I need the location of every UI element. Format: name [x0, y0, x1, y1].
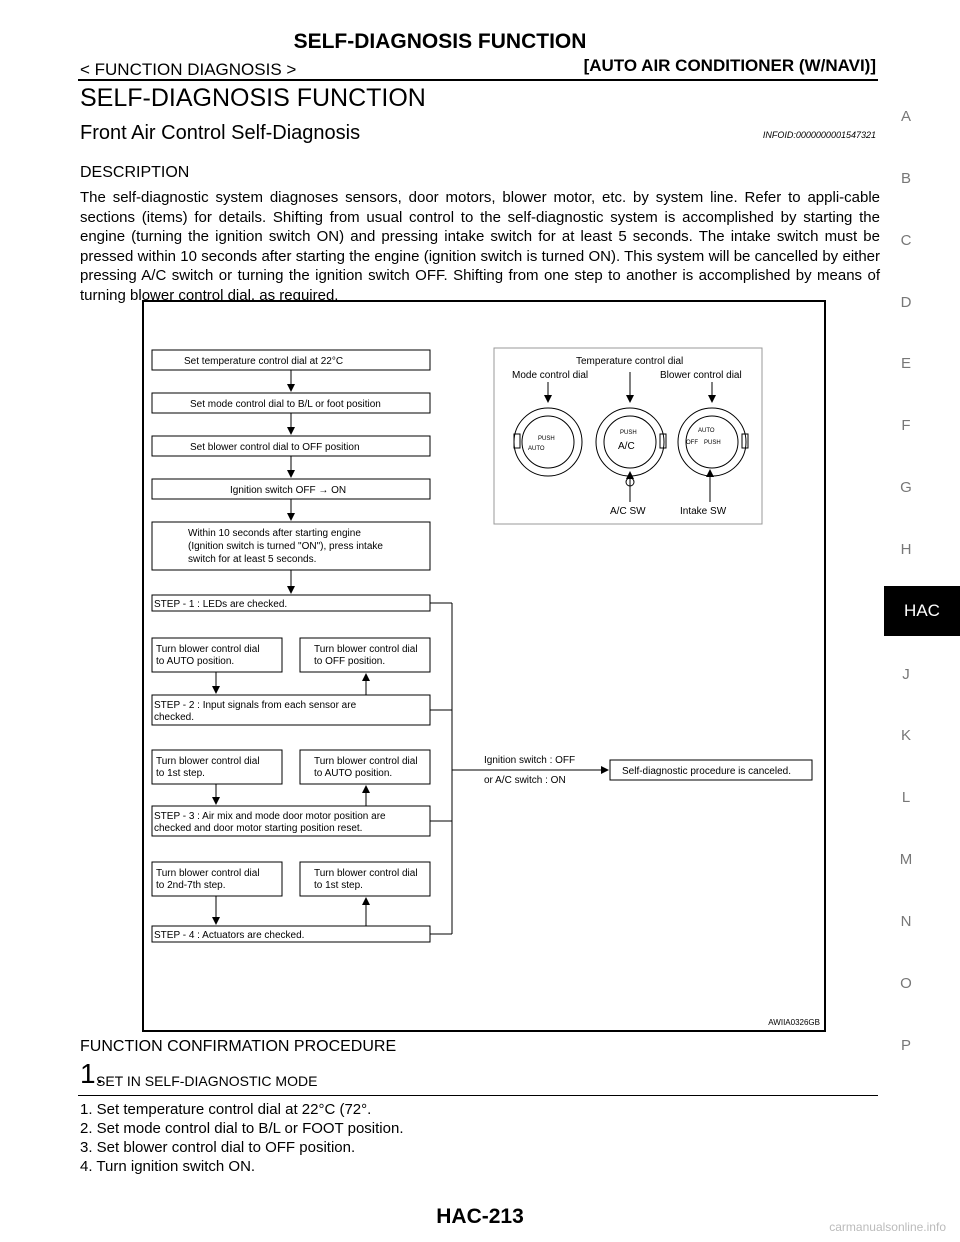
side-index-d[interactable]: D	[900, 294, 912, 311]
panel-ac-sw-label: A/C SW	[610, 506, 646, 517]
flow-b1-right-box	[299, 637, 431, 673]
flow-text-b3-right-1: Turn blower control dial	[314, 868, 418, 879]
flow-text-b2-right-1: Turn blower control dial	[314, 756, 418, 767]
step-number: 1.	[80, 1058, 104, 1089]
flowchart-svg: Set temperature control dial at 22°C Set…	[151, 347, 813, 943]
control-panel-frame	[493, 347, 763, 525]
watermark: carmanualsonline.info	[829, 1220, 946, 1234]
side-index-a[interactable]: A	[900, 108, 911, 125]
subsection-title: Front Air Control Self-Diagnosis	[80, 122, 361, 144]
flow-text-b3-left-1: Turn blower control dial	[156, 868, 260, 879]
side-index-n[interactable]: N	[900, 913, 912, 930]
side-index-p[interactable]: P	[900, 1037, 911, 1054]
blower-dial-push: PUSH	[704, 440, 721, 446]
cancel-box	[609, 759, 813, 781]
flow-text-step4: STEP - 4 : Actuators are checked.	[154, 930, 304, 941]
cancel-condition-1: Ignition switch : OFF	[484, 755, 575, 766]
flow-text-step1: STEP - 1 : LEDs are checked.	[154, 599, 287, 610]
header-left-label: < FUNCTION DIAGNOSIS >	[80, 60, 297, 79]
side-index-e[interactable]: E	[900, 355, 911, 372]
flow-text-b3-right-2: to 1st step.	[314, 880, 363, 891]
flow-text-box1: Set temperature control dial at 22°C	[184, 356, 343, 367]
description-heading: DESCRIPTION	[80, 164, 190, 181]
flowchart-figure: Set temperature control dial at 22°C Set…	[142, 300, 826, 1032]
flow-text-b1-right-1: Turn blower control dial	[314, 644, 418, 655]
panel-temp-label: Temperature control dial	[576, 356, 683, 367]
panel-mode-label: Mode control dial	[512, 370, 588, 381]
flow-text-b1-right-2: to OFF position.	[314, 656, 385, 667]
flow-b1-left-box	[151, 637, 283, 673]
procedure-item: 4. Turn ignition switch ON.	[80, 1158, 256, 1175]
step-title: SET IN SELF-DIAGNOSTIC MODE	[96, 1073, 318, 1089]
blower-dial-off: OFF	[686, 440, 698, 446]
flow-text-box3: Set blower control dial to OFF position	[190, 442, 360, 453]
flow-b2-right-box	[299, 749, 431, 785]
blower-dial-auto: AUTO	[698, 428, 715, 434]
flow-text-b1-left-2: to AUTO position.	[156, 656, 234, 667]
flow-text-box5-line2: (Ignition switch is turned "ON"), press …	[188, 541, 383, 552]
flow-b2-left-box	[151, 749, 283, 785]
panel-intake-sw-label: Intake SW	[680, 506, 727, 517]
side-index-h[interactable]: H	[900, 541, 912, 558]
figure-code: AWIIA0326GB	[768, 1018, 820, 1027]
side-index-m[interactable]: M	[899, 851, 913, 868]
temp-dial-ac: A/C	[618, 441, 635, 452]
mode-dial-auto: AUTO	[528, 446, 545, 452]
side-index-l[interactable]: L	[901, 789, 911, 806]
side-index-c[interactable]: C	[900, 232, 912, 249]
procedure-item: 3. Set blower control dial to OFF positi…	[80, 1139, 356, 1156]
panel-blower-label: Blower control dial	[660, 370, 742, 381]
flow-text-box4: Ignition switch OFF → ON	[230, 485, 346, 496]
running-header-title: SELF-DIAGNOSIS FUNCTION	[293, 30, 587, 53]
procedure-heading: FUNCTION CONFIRMATION PROCEDURE	[80, 1038, 397, 1055]
procedure-item: 2. Set mode control dial to B/L or FOOT …	[80, 1120, 404, 1137]
side-index-o[interactable]: O	[900, 975, 912, 992]
flow-text-b1-left-1: Turn blower control dial	[156, 644, 260, 655]
flow-text-step2-2: checked.	[154, 712, 194, 723]
flow-text-box2: Set mode control dial to B/L or foot pos…	[190, 399, 381, 410]
flow-text-box5-line1: Within 10 seconds after starting engine	[188, 528, 361, 539]
flow-text-b3-left-2: to 2nd-7th step.	[156, 880, 226, 891]
side-index-active-tab[interactable]: HAC	[884, 586, 960, 636]
header-right-label: [AUTO AIR CONDITIONER (W/NAVI)]	[583, 56, 876, 75]
cancel-condition-2: or A/C switch : ON	[484, 775, 566, 786]
procedure-list: 1. Set temperature control dial at 22°C …	[80, 1100, 404, 1176]
page-number: HAC-213	[436, 1205, 524, 1228]
flow-text-step3-2: checked and door motor starting position…	[154, 823, 362, 834]
step-rule	[78, 1095, 878, 1096]
flow-text-b2-left-2: to 1st step.	[156, 768, 205, 779]
header-rule	[78, 79, 878, 81]
flow-b3-left-box	[151, 861, 283, 897]
flow-text-step2-1: STEP - 2 : Input signals from each senso…	[154, 700, 357, 711]
flow-text-b2-left-1: Turn blower control dial	[156, 756, 260, 767]
temp-dial-push: PUSH	[620, 430, 637, 436]
flow-text-step3-1: STEP - 3 : Air mix and mode door motor p…	[154, 811, 386, 822]
flow-b3-right-box	[299, 861, 431, 897]
procedure-item: 1. Set temperature control dial at 22°C …	[80, 1101, 372, 1118]
section-title: SELF-DIAGNOSIS FUNCTION	[80, 84, 426, 112]
side-index-f[interactable]: F	[901, 417, 911, 434]
side-index-b[interactable]: B	[900, 170, 911, 187]
flow-text-b2-right-2: to AUTO position.	[314, 768, 392, 779]
side-index-j[interactable]: J	[902, 666, 910, 683]
mode-dial-push: PUSH	[538, 436, 555, 442]
description-text: The self-diagnostic system diagnoses sen…	[80, 189, 880, 304]
cancel-box-text: Self-diagnostic procedure is canceled.	[622, 766, 791, 777]
side-index-g[interactable]: G	[900, 479, 912, 496]
info-id: INFOID:0000000001547321	[762, 130, 876, 140]
flow-text-box5-line3: switch for at least 5 seconds.	[188, 554, 316, 565]
side-index-k[interactable]: K	[900, 727, 911, 744]
